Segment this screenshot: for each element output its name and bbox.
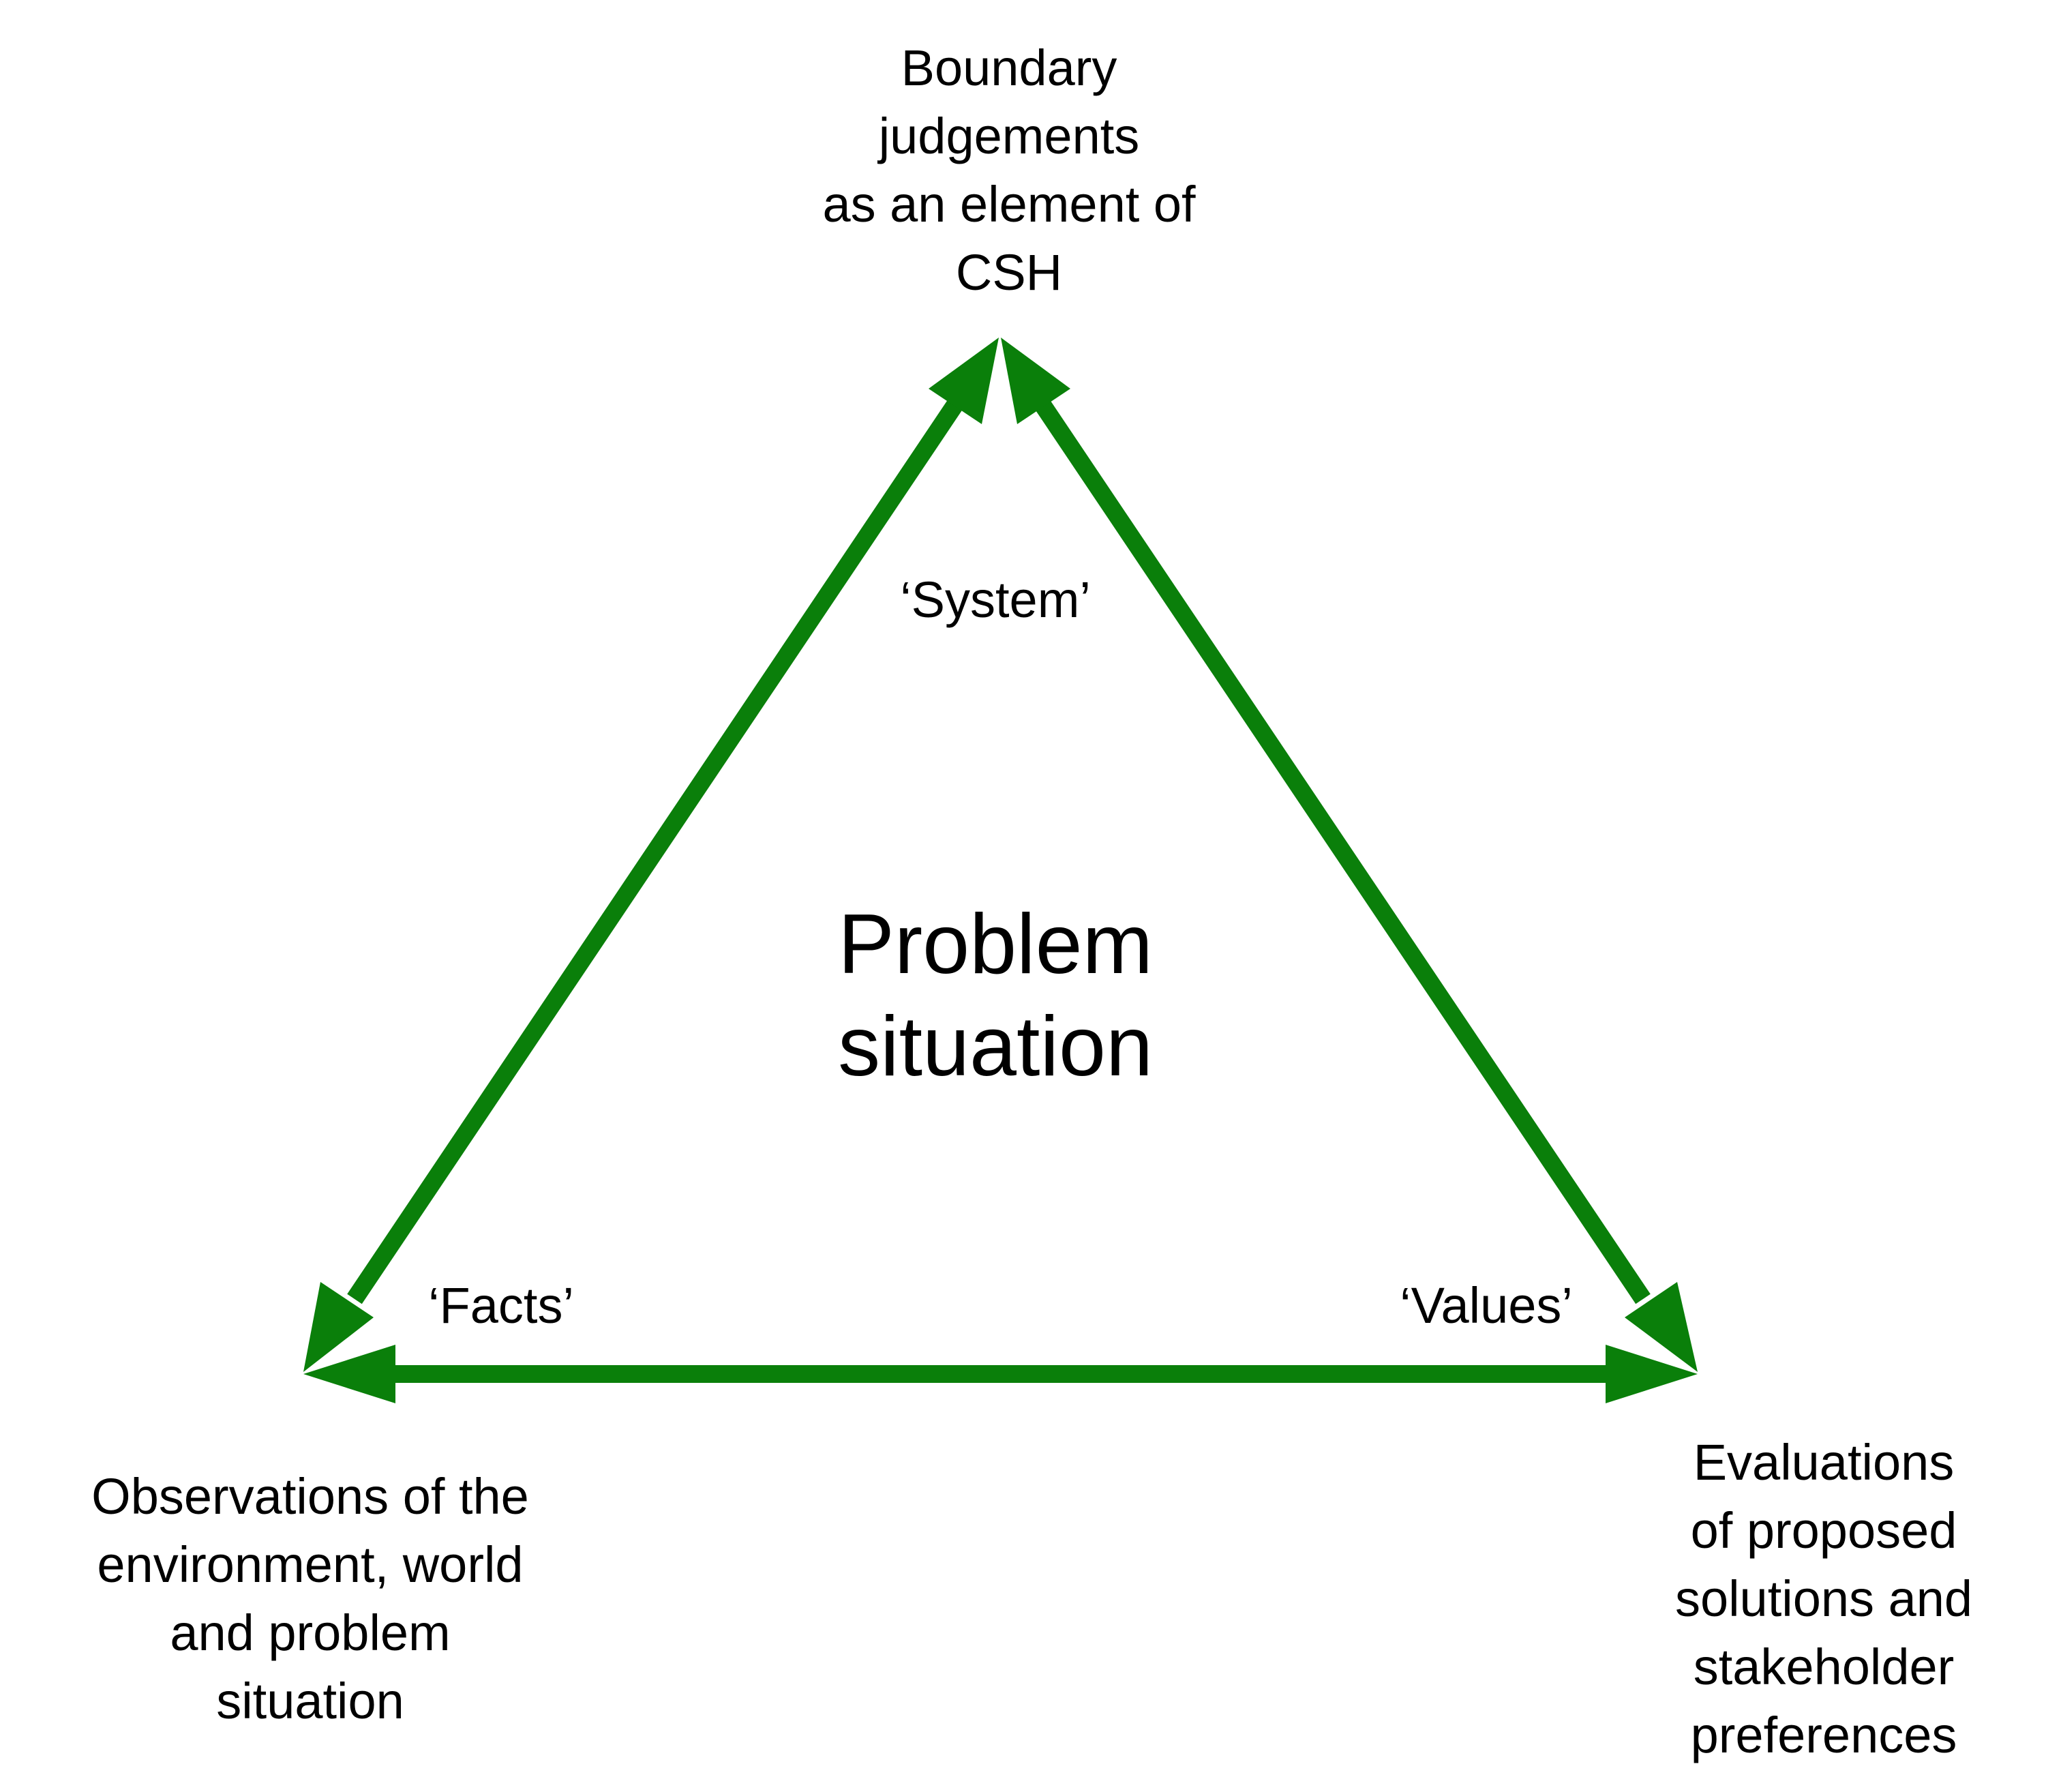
node-evaluations: Evaluations of proposed solutions and st… xyxy=(1602,1429,2045,1769)
node-top-line-1: Boundary xyxy=(901,40,1117,96)
node-right-line-1: Evaluations xyxy=(1693,1434,1955,1491)
node-left-line-4: situation xyxy=(216,1673,404,1729)
node-left-line-1: Observations of the xyxy=(91,1468,529,1525)
node-observations: Observations of the environment, world a… xyxy=(14,1463,607,1735)
arrowhead-bottom-right-horizontal xyxy=(1606,1345,1698,1403)
node-left-line-2: environment, world xyxy=(97,1536,524,1593)
arrow-line-left xyxy=(347,390,969,1304)
center-line-2: situation xyxy=(838,1000,1153,1094)
node-boundary-judgements: Boundary judgements as an element of CSH xyxy=(736,34,1282,307)
edge-label-system: ‘System’ xyxy=(900,571,1091,628)
arrow-line-right xyxy=(1029,390,1651,1304)
node-right-line-3: solutions and xyxy=(1674,1570,1973,1627)
edge-label-values: ‘Values’ xyxy=(1400,1277,1573,1334)
arrowhead-bottom-right-diagonal xyxy=(1625,1282,1698,1372)
node-right-line-4: stakeholder xyxy=(1693,1639,1955,1695)
edge-label-facts: ‘Facts’ xyxy=(428,1277,574,1334)
arrowhead-bottom-left-horizontal xyxy=(303,1345,395,1403)
node-top-line-2: judgements xyxy=(878,108,1140,164)
center-line-1: Problem xyxy=(838,897,1153,991)
arrowhead-top-left xyxy=(929,338,999,424)
node-top-line-4: CSH xyxy=(955,244,1063,301)
node-right-line-5: preferences xyxy=(1690,1707,1957,1763)
node-right-line-2: of proposed xyxy=(1690,1502,1957,1559)
node-top-line-3: as an element of xyxy=(822,176,1196,233)
arrowhead-bottom-left-diagonal xyxy=(303,1282,374,1372)
center-label-problem-situation: Problem situation xyxy=(723,893,1268,1098)
node-left-line-3: and problem xyxy=(170,1604,451,1661)
arrowhead-top-right xyxy=(1001,338,1070,424)
